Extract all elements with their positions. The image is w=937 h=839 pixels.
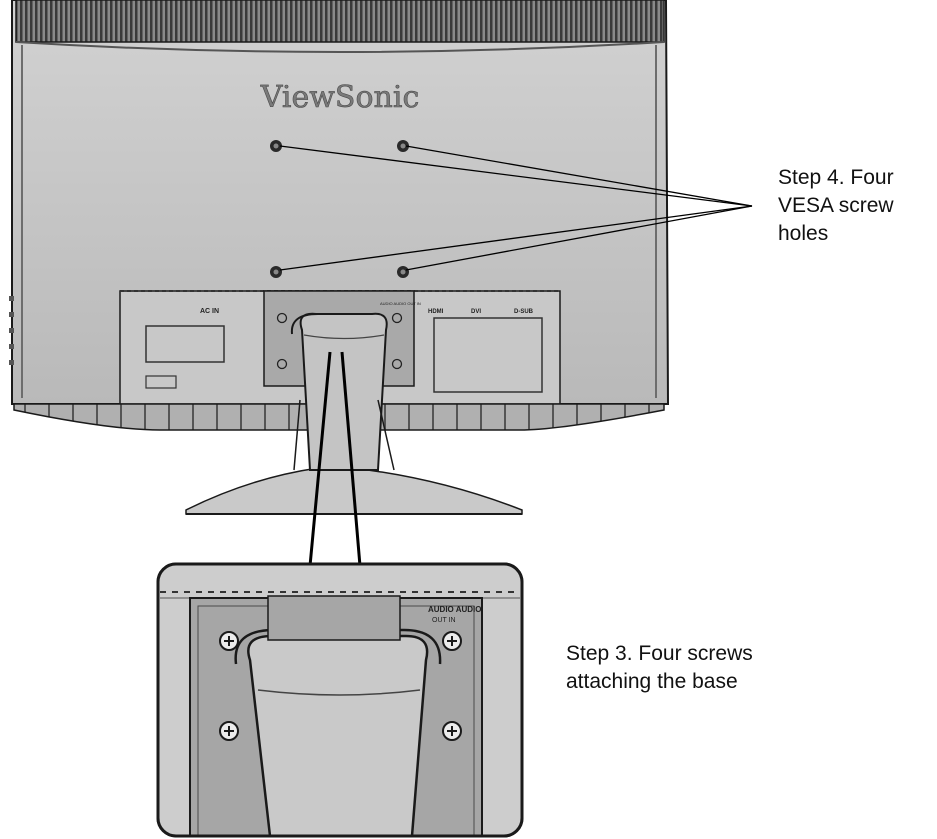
port-label-ac-in: AC IN	[200, 308, 219, 315]
detail-stand-neck	[247, 634, 429, 836]
side-control-buttons	[9, 296, 14, 365]
callout-step3-line1: Step 3. Four screws	[566, 642, 753, 665]
port-label-audio: AUDIO AUDIO OUT IN	[380, 301, 421, 306]
callout-step3-line2: attaching the base	[566, 670, 738, 693]
stand-neck	[290, 312, 395, 471]
port-label-hdmi: HDMI	[428, 309, 444, 315]
callout-step3: Step 3. Four screws attaching the base	[566, 640, 866, 696]
vesa-hole-bottom-right	[397, 266, 409, 278]
zoom-indicator-lines	[308, 351, 362, 567]
ac-in-port	[145, 325, 225, 363]
base-screw-bottom-right	[442, 721, 462, 741]
port-label-dsub: D-SUB	[514, 309, 534, 315]
vesa-screw-holes	[270, 140, 409, 278]
detail-audio-label-bottom: OUT IN	[432, 617, 456, 624]
base-screw-top-left	[219, 631, 239, 651]
callout-step4: Step 4. Four VESA screw holes	[778, 164, 936, 248]
vesa-leader-lines	[279, 145, 753, 271]
port-label-dvi: DVI	[471, 309, 481, 315]
callout-step4-line3: holes	[778, 222, 829, 245]
vesa-hole-top-left	[270, 140, 282, 152]
base-screw-bottom-left	[219, 721, 239, 741]
vesa-hole-bottom-left	[270, 266, 282, 278]
top-vent-grille	[15, 0, 665, 43]
base-screw-top-right	[442, 631, 462, 651]
callout-step4-line2: VESA screw	[778, 194, 894, 217]
viewsonic-logo: ViewSonic	[260, 80, 420, 115]
detail-audio-label-top: AUDIO AUDIO	[428, 605, 481, 614]
detail-inset: AUDIO AUDIO OUT IN	[156, 562, 524, 838]
callout-step4-line1: Step 4. Four	[778, 166, 894, 189]
kensington-lock	[145, 375, 177, 389]
vesa-hole-top-right	[397, 140, 409, 152]
